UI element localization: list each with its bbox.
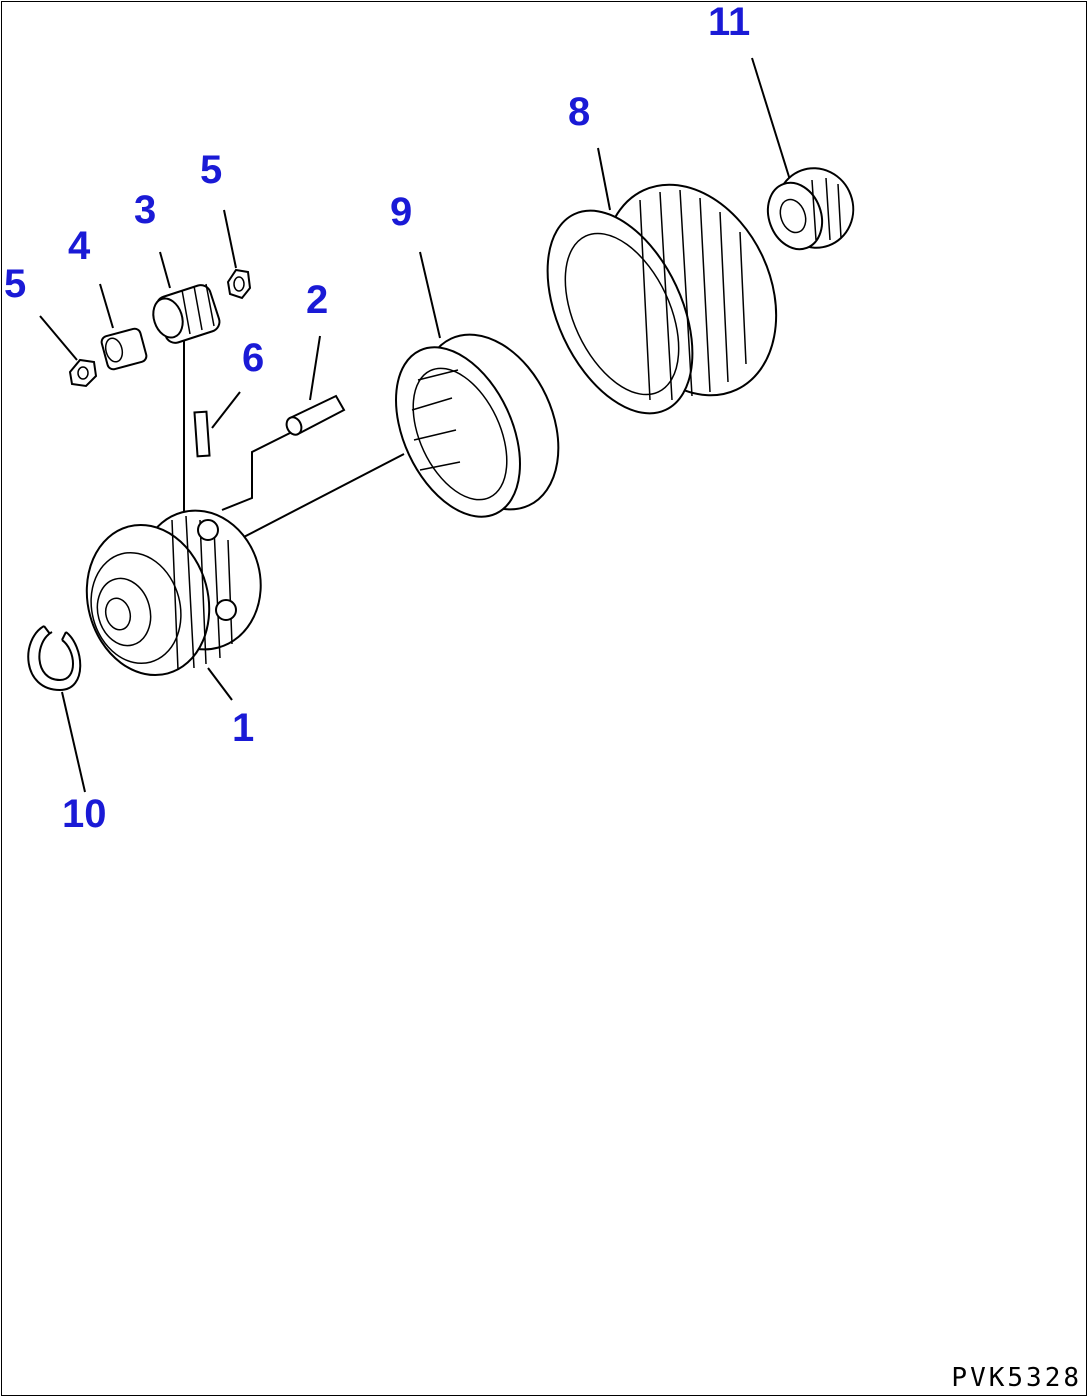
callout-1: 1 bbox=[232, 706, 255, 750]
part-3-planet-gear bbox=[152, 283, 221, 344]
callout-2: 2 bbox=[306, 278, 329, 322]
part-6-roller-pin bbox=[193, 410, 211, 458]
callout-3: 3 bbox=[134, 188, 157, 232]
part-5-washer-right bbox=[226, 268, 252, 300]
callout-8: 8 bbox=[568, 90, 591, 134]
part-10-snap-ring bbox=[27, 625, 82, 692]
part-11-pinion bbox=[766, 167, 855, 251]
callout-10: 10 bbox=[62, 792, 107, 836]
callout-9: 9 bbox=[390, 190, 413, 234]
callout-4: 4 bbox=[68, 224, 91, 268]
callout-6: 6 bbox=[242, 336, 265, 380]
drawing-code: PVK5328 bbox=[951, 1363, 1082, 1393]
part-8-ring-gear bbox=[546, 183, 778, 415]
callout-11: 11 bbox=[708, 0, 751, 44]
callout-5-lower: 5 bbox=[4, 262, 27, 306]
part-4-bushing bbox=[100, 327, 148, 371]
part-9-bearing-ring bbox=[395, 333, 560, 518]
part-5-washer-left bbox=[68, 358, 98, 388]
leader-lines bbox=[39, 57, 791, 793]
part-2-pin bbox=[285, 394, 346, 436]
callout-5-upper: 5 bbox=[200, 148, 223, 192]
part-1-carrier bbox=[85, 509, 262, 677]
